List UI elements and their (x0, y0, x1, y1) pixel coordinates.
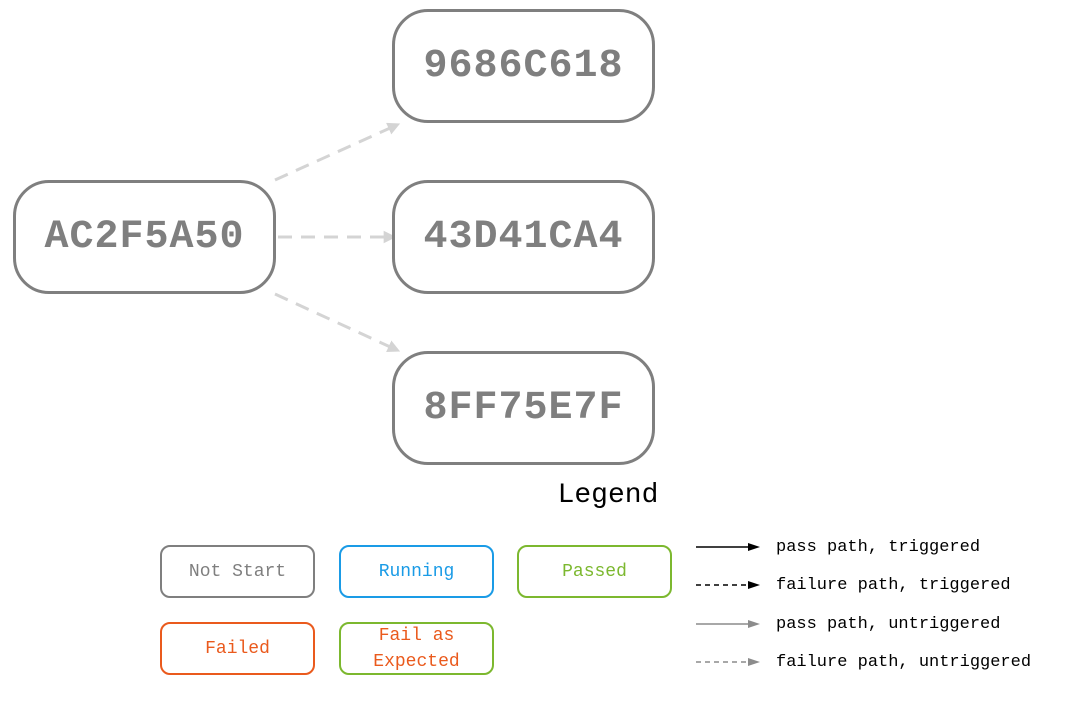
legend-state-fail-as-expected: Fail as Expected (339, 622, 494, 675)
solid-black-arrow-icon (696, 543, 760, 551)
edge-ac2f5a50-to-9686c618 (274, 122, 401, 182)
node-source[interactable]: AC2F5A50 (13, 180, 276, 294)
legend-path-label: pass path, triggered (776, 537, 981, 557)
legend-path-failure-untriggered: failure path, untriggered (696, 652, 1031, 672)
legend-path-label: failure path, triggered (776, 575, 1011, 595)
legend-path-label: pass path, untriggered (776, 614, 1001, 634)
node-target-2[interactable]: 43D41CA4 (392, 180, 655, 294)
legend-state-failed: Failed (160, 622, 315, 675)
dashed-gray-arrow-icon (696, 658, 760, 666)
legend-state-running: Running (339, 545, 494, 598)
legend-title: Legend (557, 480, 659, 511)
node-target-3[interactable]: 8FF75E7F (392, 351, 655, 465)
legend-state-passed: Passed (517, 545, 672, 598)
legend-path-pass-untriggered: pass path, untriggered (696, 614, 1000, 634)
legend-path-failure-triggered: failure path, triggered (696, 575, 1011, 595)
solid-gray-arrow-icon (696, 620, 760, 628)
legend-state-not-start: Not Start (160, 545, 315, 598)
legend-path-pass-triggered: pass path, triggered (696, 537, 980, 557)
edge-ac2f5a50-to-8ff75e7f (274, 292, 401, 353)
dashed-black-arrow-icon (696, 581, 760, 589)
legend-path-label: failure path, untriggered (776, 652, 1032, 672)
node-target-1[interactable]: 9686C618 (392, 9, 655, 123)
